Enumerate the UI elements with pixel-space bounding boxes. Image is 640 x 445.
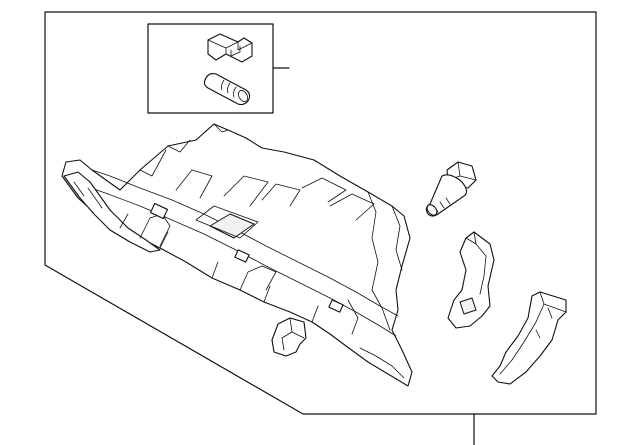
stopper-pin-icon	[203, 73, 251, 106]
latch-striker-icon	[491, 291, 567, 385]
mounting-bolt-icon	[425, 161, 477, 217]
inset-detail-box	[147, 23, 274, 114]
hinge-clip-icon	[271, 317, 307, 357]
bumper-clip-icon	[207, 33, 253, 63]
glove-box-assembly-icon	[61, 123, 413, 387]
diagram-panel-outline	[44, 11, 597, 415]
side-bracket-icon	[447, 231, 495, 329]
